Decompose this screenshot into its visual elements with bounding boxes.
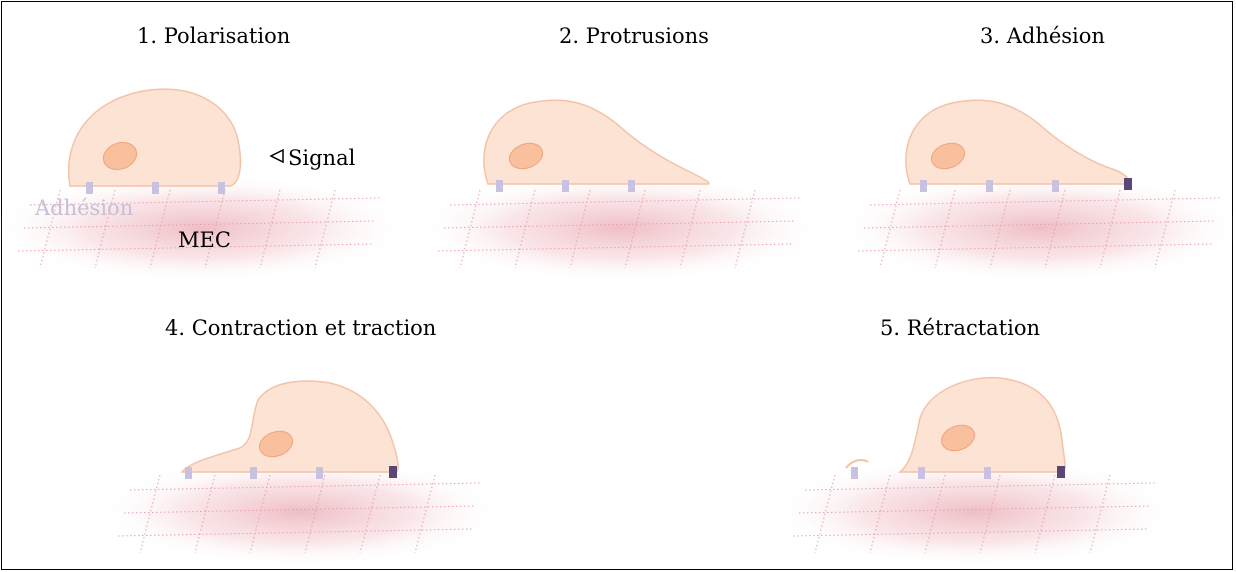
ecm-matrix — [770, 457, 1180, 567]
nucleus — [931, 142, 965, 170]
panel-4-title: 4. Contraction et traction — [165, 316, 437, 340]
adhesion-sites — [851, 466, 1065, 479]
adhesion-sites — [86, 182, 225, 194]
cell-body — [180, 380, 399, 473]
panel-5-retractation — [770, 376, 1180, 567]
cell-body — [905, 99, 1130, 185]
triangle-left-icon — [269, 148, 284, 164]
adhesion-label: Adhésion — [35, 196, 134, 220]
ecm-matrix — [95, 457, 505, 567]
adhesion-sites — [920, 178, 1132, 192]
adhesion-sites — [185, 466, 397, 479]
cell-body — [68, 88, 242, 187]
ecm-matrix — [415, 173, 825, 283]
adhesion-sites — [496, 180, 635, 192]
panel-3-title: 3. Adhésion — [980, 24, 1105, 48]
panel-2-protrusions — [415, 99, 825, 283]
cell-fragment — [845, 459, 869, 469]
nucleus — [259, 430, 293, 458]
panel-5-title: 5. Rétractation — [880, 316, 1040, 340]
cell-body — [483, 99, 710, 185]
signal-label: Signal — [288, 146, 356, 170]
matrix-label: MEC — [178, 228, 231, 252]
ecm-matrix — [835, 173, 1236, 283]
panel-4-contraction — [95, 380, 505, 567]
panel-2-title: 2. Protrusions — [559, 24, 709, 48]
nucleus — [102, 141, 138, 171]
new-adhesion — [1124, 178, 1132, 190]
nucleus — [941, 424, 975, 452]
nucleus — [509, 142, 543, 170]
panel-3-adhesion — [835, 99, 1236, 283]
panel-1-title: 1. Polarisation — [137, 24, 291, 48]
cell-body — [897, 376, 1066, 473]
ecm-matrix — [0, 173, 410, 283]
panel-1-polarisation — [0, 88, 410, 283]
